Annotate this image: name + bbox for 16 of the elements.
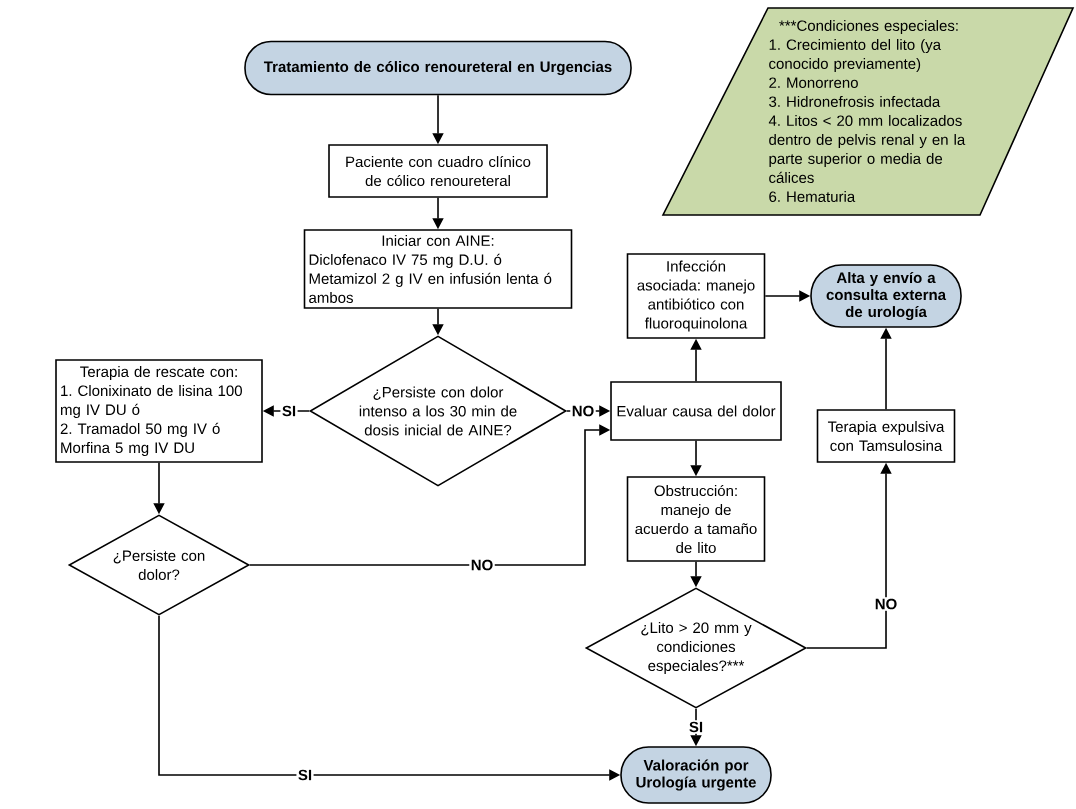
- edge-label: SI: [687, 720, 705, 734]
- edge-label: SI: [296, 768, 314, 782]
- terminator: Valoración por Urología urgente: [620, 746, 772, 804]
- process-box: Terapia de rescate con: 1. Clonixinato de lisina 100 mg IV DU ó 2. Tramadol 50 mg IV ó Morfina 5 mg IV DU: [55, 359, 263, 463]
- terminator: Tratamiento de cólico renoureteral en Urgencias: [244, 40, 632, 96]
- process-box: Obstrucción: manejo de acuerdo a tamaño de lito: [626, 476, 766, 562]
- terminator: Alta y envío a consulta externa de urología: [810, 264, 962, 328]
- edge-label: SI: [280, 404, 298, 418]
- process-box: Iniciar con AINE: Diclofenaco IV 75 mg D.U. ó Metamizol 2 g IV en infusión lenta ó ambos: [303, 229, 573, 309]
- edge-label: NO: [873, 597, 899, 611]
- process-box: Paciente con cuadro clínico de cólico renoureteral: [328, 144, 548, 198]
- process-box: Terapia expulsiva con Tamsulosina: [816, 409, 956, 463]
- edge-label: NO: [469, 558, 495, 572]
- process-box: Evaluar causa del dolor: [610, 381, 782, 441]
- edge-label: NO: [570, 404, 596, 418]
- process-box: Infección asociada: manejo antibiótico con fluoroquinolona: [626, 253, 766, 339]
